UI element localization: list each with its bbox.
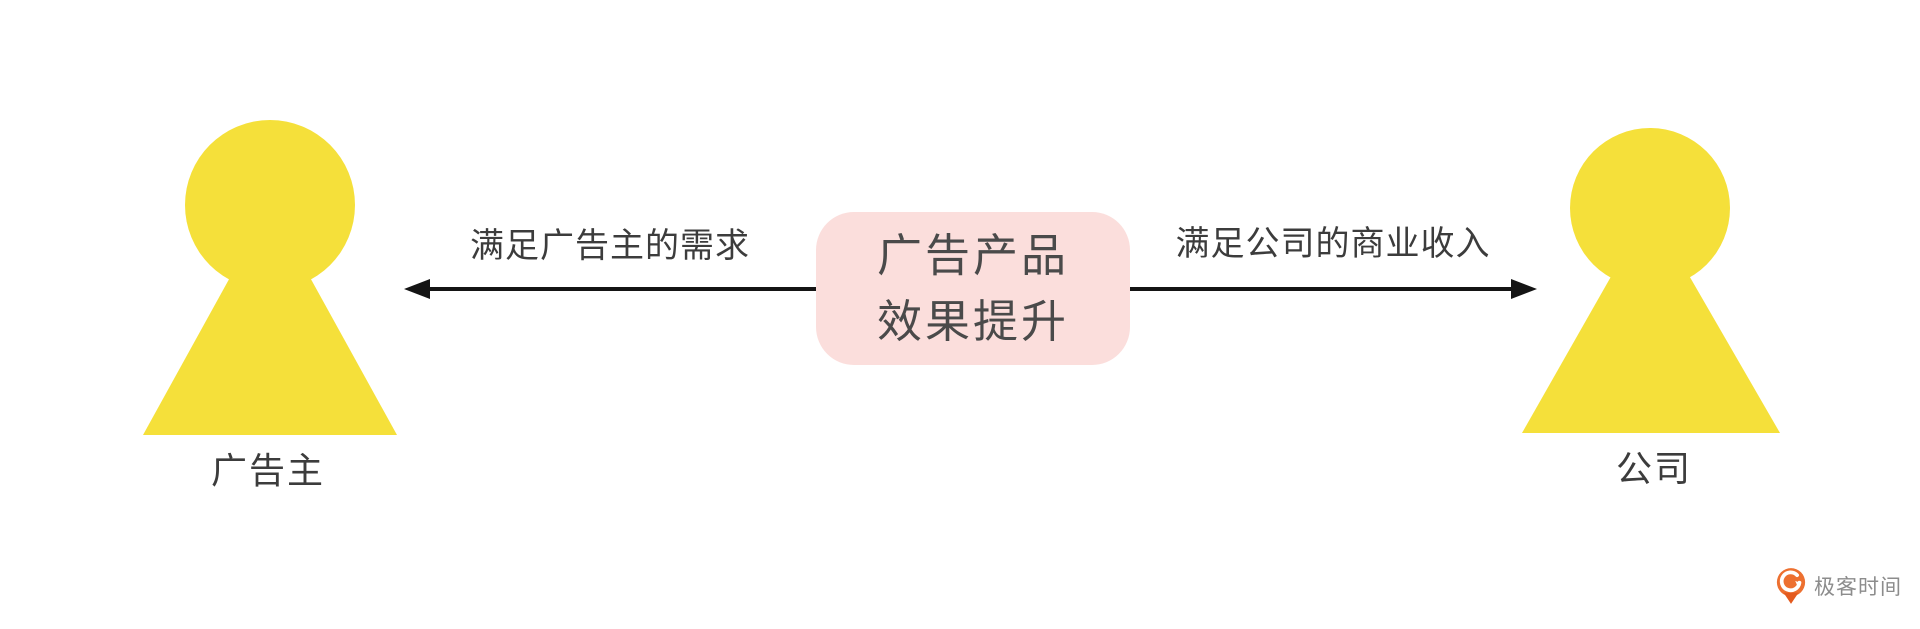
center-goal-line1: 广告产品 [876,230,1069,282]
arrow-left-icon [404,279,816,299]
right-arrow-label: 满足公司的商业收入 [1175,225,1491,263]
company-label: 公司 [1615,448,1693,489]
arrow-right-icon [1130,279,1537,299]
advertiser-person-icon [143,120,397,435]
center-goal-box: 广告产品 效果提升 [816,212,1130,365]
geektime-logo: 极客时间 [1775,567,1902,605]
left-arrow-label: 满足广告主的需求 [470,227,750,265]
center-goal-line2: 效果提升 [876,295,1069,347]
advertiser-label: 广告主 [210,450,326,491]
company-person-icon [1522,128,1780,433]
geektime-pin-icon [1776,568,1806,604]
geektime-logo-text: 极客时间 [1814,576,1902,599]
